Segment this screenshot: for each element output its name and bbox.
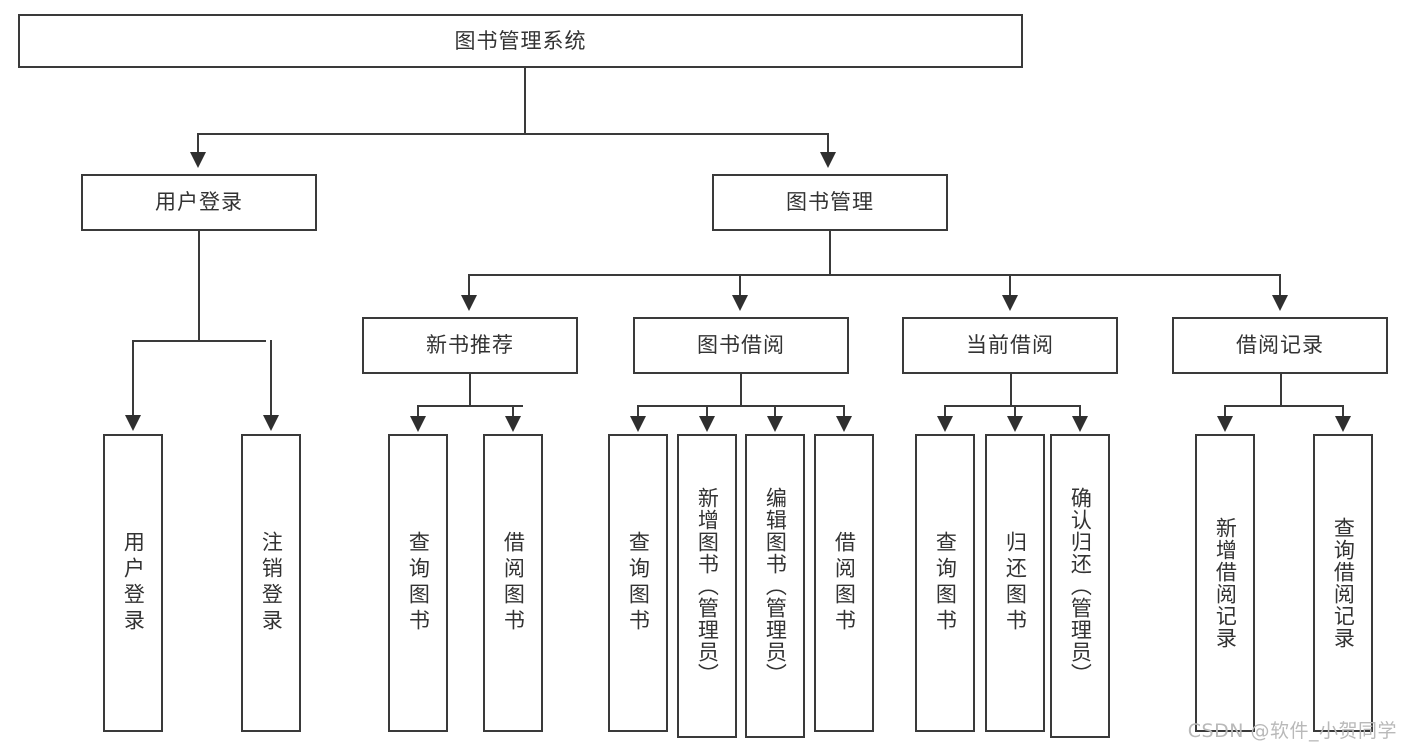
node-book-management[interactable]: 图书管理	[712, 174, 948, 231]
connector-newbook-drop-2	[512, 405, 514, 417]
connector-bookborrow-stem	[740, 374, 742, 406]
connector-bookborrow-drop-1	[637, 405, 639, 417]
node-current-borrow[interactable]: 当前借阅	[902, 317, 1118, 374]
connector-userlogin-stem	[198, 231, 200, 341]
connector-borrowrecord-drop-1	[1224, 405, 1226, 417]
connector-bookmgmt-bar	[468, 274, 1280, 276]
node-book-borrow[interactable]: 图书借阅	[633, 317, 849, 374]
leaf-add-book-admin[interactable]: 新增图书（管理员）	[677, 434, 737, 738]
arrowhead-icon	[699, 416, 715, 432]
arrowhead-icon	[820, 152, 836, 168]
connector-bookmgmt-drop-1	[468, 274, 470, 296]
leaf-add-borrow-record[interactable]: 新增借阅记录	[1195, 434, 1255, 732]
connector-bookmgmt-drop-2	[739, 274, 741, 296]
connector-root-drop-right	[827, 133, 829, 153]
arrowhead-icon	[410, 416, 426, 432]
connector-bookborrow-drop-3	[774, 405, 776, 417]
connector-root-stem	[524, 68, 526, 134]
arrowhead-icon	[263, 415, 279, 431]
connector-root-bar	[197, 133, 827, 135]
arrowhead-icon	[461, 295, 477, 311]
connector-currentborrow-drop-1	[944, 405, 946, 417]
connector-borrowrecord-drop-2	[1342, 405, 1344, 417]
arrowhead-icon	[1072, 416, 1088, 432]
leaf-query-book-recommend[interactable]: 查询图书	[388, 434, 448, 732]
leaf-user-login[interactable]: 用户登录	[103, 434, 163, 732]
leaf-query-book-current[interactable]: 查询图书	[915, 434, 975, 732]
arrowhead-icon	[190, 152, 206, 168]
leaf-query-borrow-record[interactable]: 查询借阅记录	[1313, 434, 1373, 732]
connector-currentborrow-drop-3	[1079, 405, 1081, 417]
leaf-query-book-borrow[interactable]: 查询图书	[608, 434, 668, 732]
connector-bookmgmt-drop-3	[1009, 274, 1011, 296]
arrowhead-icon	[505, 416, 521, 432]
connector-userlogin-drop-1	[132, 340, 134, 416]
arrowhead-icon	[125, 415, 141, 431]
arrowhead-icon	[836, 416, 852, 432]
connector-newbook-bar	[417, 405, 523, 407]
node-borrow-record[interactable]: 借阅记录	[1172, 317, 1388, 374]
leaf-edit-book-admin[interactable]: 编辑图书（管理员）	[745, 434, 805, 738]
connector-newbook-stem	[469, 374, 471, 406]
connector-bookborrow-drop-4	[843, 405, 845, 417]
connector-newbook-drop-1	[417, 405, 419, 417]
connector-bookmgmt-drop-4	[1279, 274, 1281, 296]
leaf-logout[interactable]: 注销登录	[241, 434, 301, 732]
connector-currentborrow-bar	[944, 405, 1080, 407]
arrowhead-icon	[1272, 295, 1288, 311]
connector-userlogin-bar	[132, 340, 266, 342]
node-new-book-recommend[interactable]: 新书推荐	[362, 317, 578, 374]
arrowhead-icon	[1007, 416, 1023, 432]
leaf-borrow-book[interactable]: 借阅图书	[814, 434, 874, 732]
connector-borrowrecord-bar	[1224, 405, 1343, 407]
connector-bookmgmt-stem	[829, 231, 831, 275]
arrowhead-icon	[1335, 416, 1351, 432]
connector-bookborrow-bar	[637, 405, 844, 407]
node-user-login[interactable]: 用户登录	[81, 174, 317, 231]
arrowhead-icon	[767, 416, 783, 432]
arrowhead-icon	[1217, 416, 1233, 432]
watermark-text: CSDN @软件_小贺同学	[1187, 720, 1397, 742]
connector-currentborrow-stem	[1010, 374, 1012, 406]
connector-borrowrecord-stem	[1280, 374, 1282, 406]
connector-currentborrow-drop-2	[1014, 405, 1016, 417]
arrowhead-icon	[937, 416, 953, 432]
leaf-borrow-book-recommend[interactable]: 借阅图书	[483, 434, 543, 732]
leaf-return-book[interactable]: 归还图书	[985, 434, 1045, 732]
connector-userlogin-drop-2	[270, 340, 272, 416]
arrowhead-icon	[732, 295, 748, 311]
leaf-confirm-return-admin[interactable]: 确认归还（管理员）	[1050, 434, 1110, 738]
connector-root-drop-left	[197, 133, 199, 153]
connector-bookborrow-drop-2	[706, 405, 708, 417]
arrowhead-icon	[630, 416, 646, 432]
node-root[interactable]: 图书管理系统	[18, 14, 1023, 68]
arrowhead-icon	[1002, 295, 1018, 311]
